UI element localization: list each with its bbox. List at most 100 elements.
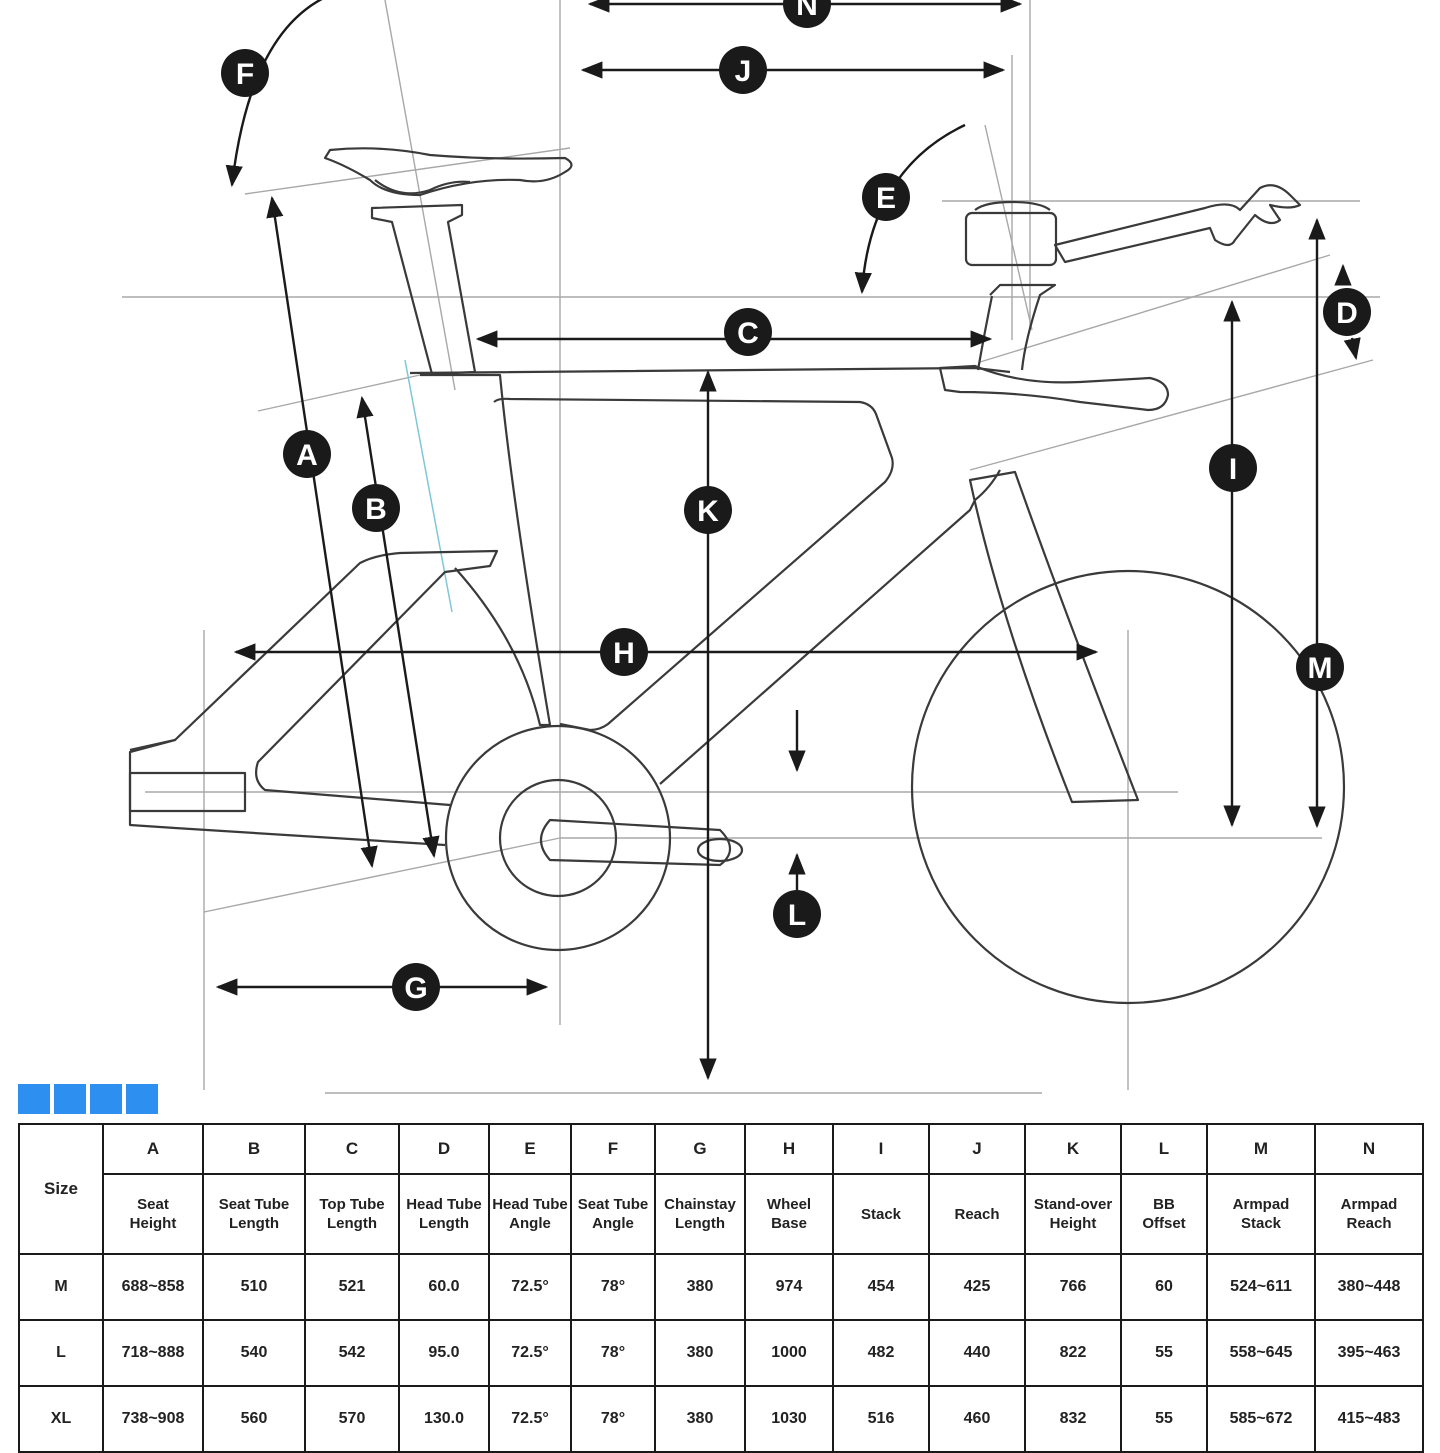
column-letter: E xyxy=(488,1123,572,1175)
table-cell: 72.5° xyxy=(488,1253,572,1321)
decorative-blue-squares xyxy=(18,1084,158,1114)
table-cell: 738~908 xyxy=(102,1385,204,1453)
table-cell: 55 xyxy=(1120,1319,1208,1387)
table-cell: 766 xyxy=(1024,1253,1122,1321)
table-cell: 78° xyxy=(570,1253,656,1321)
column-name-line: Armpad xyxy=(1340,1196,1398,1213)
head-tube xyxy=(989,283,1057,371)
blue-square xyxy=(126,1084,158,1114)
table-cell: 460 xyxy=(928,1385,1026,1453)
seat-tube-axis xyxy=(404,359,453,613)
table-cell: 72.5° xyxy=(488,1385,572,1453)
blue-square xyxy=(18,1084,50,1114)
table-cell: 380 xyxy=(654,1319,746,1387)
column-letter: A xyxy=(102,1123,204,1175)
bike-geometry-diagram: N J F E D C A I B K H M L G xyxy=(122,0,1380,1094)
column-letter: C xyxy=(304,1123,400,1175)
table-cell: 822 xyxy=(1024,1319,1122,1387)
column-name-line: Head Tube xyxy=(406,1196,482,1213)
table-cell: 55 xyxy=(1120,1385,1208,1453)
column-name-line: Seat Tube xyxy=(218,1196,290,1213)
column-letter: L xyxy=(1120,1123,1208,1175)
column-name-line: Chainstay xyxy=(664,1196,736,1213)
table-cell: 482 xyxy=(832,1319,930,1387)
column-letter: M xyxy=(1206,1123,1316,1175)
table-cell: 72.5° xyxy=(488,1319,572,1387)
column-letter: B xyxy=(202,1123,306,1175)
column-name-line: Seat Tube xyxy=(577,1196,649,1213)
table-cell: 974 xyxy=(744,1253,834,1321)
aero-extension xyxy=(1053,184,1302,264)
column-name-line: Armpad xyxy=(1232,1196,1290,1213)
armpad xyxy=(938,364,1170,412)
size-header: Size xyxy=(18,1123,104,1255)
column-name-line: Base xyxy=(771,1215,807,1232)
table-cell: 570 xyxy=(304,1385,400,1453)
fork xyxy=(968,470,1140,804)
column-name-line: Angle xyxy=(509,1215,551,1232)
label-K: K xyxy=(684,486,732,534)
blue-square xyxy=(90,1084,122,1114)
table-cell: 832 xyxy=(1024,1385,1122,1453)
svg-text:A: A xyxy=(296,439,318,472)
table-cell: 78° xyxy=(570,1319,656,1387)
label-G: G xyxy=(392,963,440,1011)
table-cell: 380 xyxy=(654,1385,746,1453)
label-C: C xyxy=(724,308,772,356)
column-letter: H xyxy=(744,1123,834,1175)
frame-window xyxy=(493,397,894,732)
size-cell: XL xyxy=(18,1385,104,1453)
column-name-line: Length xyxy=(229,1215,279,1232)
column-name: Reach xyxy=(928,1173,1026,1255)
column-letter: J xyxy=(928,1123,1026,1175)
crank-arm xyxy=(539,818,732,867)
table-cell: 60 xyxy=(1120,1253,1208,1321)
svg-text:F: F xyxy=(236,58,254,91)
column-letter: K xyxy=(1024,1123,1122,1175)
label-J: J xyxy=(719,46,767,94)
saddle xyxy=(323,147,573,197)
column-name: Stack xyxy=(832,1173,930,1255)
label-H: H xyxy=(600,628,648,676)
top-tube xyxy=(409,366,1011,375)
svg-text:G: G xyxy=(404,972,427,1005)
crank-spindle xyxy=(498,778,618,898)
table-cell: 395~463 xyxy=(1314,1319,1424,1387)
column-name-line: Seat xyxy=(137,1196,169,1213)
table-cell: 380 xyxy=(654,1253,746,1321)
table-cell: 130.0 xyxy=(398,1385,490,1453)
table-cell: 415~483 xyxy=(1314,1385,1424,1453)
label-A: A xyxy=(283,430,331,478)
label-F: F xyxy=(221,49,269,97)
column-name-line: Length xyxy=(419,1215,469,1232)
column-name-line: Height xyxy=(129,1215,177,1232)
column-name-line: Stack xyxy=(1240,1215,1282,1232)
bike-frame-outline xyxy=(128,147,1346,1005)
column-name-line: Head Tube xyxy=(492,1196,568,1213)
seat-stay xyxy=(174,549,499,807)
column-name-line: Offset xyxy=(1142,1215,1186,1232)
seatpost xyxy=(370,203,477,376)
table-cell: 95.0 xyxy=(398,1319,490,1387)
svg-text:J: J xyxy=(735,55,752,88)
label-N: N xyxy=(783,0,831,28)
size-cell: M xyxy=(18,1253,104,1321)
table-cell: 510 xyxy=(202,1253,306,1321)
svg-text:E: E xyxy=(876,182,896,215)
table-cell: 425 xyxy=(928,1253,1026,1321)
column-name-line: Top Tube xyxy=(319,1196,385,1213)
svg-text:K: K xyxy=(697,495,719,528)
column-name-line: Reach xyxy=(954,1205,1000,1223)
